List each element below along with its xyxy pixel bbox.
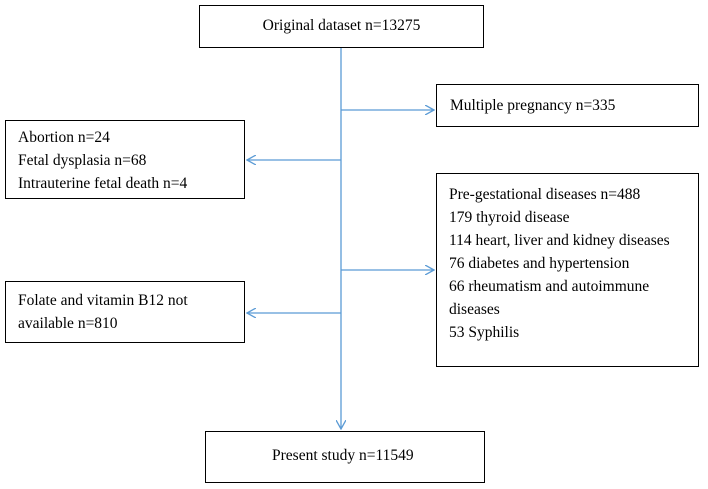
present-study-box: Present study n=11549 xyxy=(205,431,485,483)
heart-liver-kidney-label: 114 heart, liver and kidney diseases xyxy=(449,232,670,249)
folate-b12-label: Folate and vitamin B12 not xyxy=(18,292,188,309)
folate-b12-box: Folate and vitamin B12 not available n=8… xyxy=(5,281,245,343)
pregnancy-outcomes-box: Abortion n=24 Fetal dysplasia n=68 Intra… xyxy=(5,120,245,199)
pre-gestational-total-label: Pre-gestational diseases n=488 xyxy=(449,186,641,203)
present-study-label: Present study n=11549 xyxy=(272,447,414,464)
fetal-dysplasia-label: Fetal dysplasia n=68 xyxy=(18,152,147,169)
intrauterine-fetal-death-label: Intrauterine fetal death n=4 xyxy=(18,175,188,192)
syphilis-label: 53 Syphilis xyxy=(449,324,520,341)
abortion-label: Abortion n=24 xyxy=(18,129,110,146)
diabetes-hypertension-label: 76 diabetes and hypertension xyxy=(449,255,630,272)
original-dataset-label: Original dataset n=13275 xyxy=(262,17,421,34)
multiple-pregnancy-label: Multiple pregnancy n=335 xyxy=(450,97,616,114)
folate-b12-label-cont: available n=810 xyxy=(18,315,118,332)
rheumatism-autoimmune-label: 66 rheumatism and autoimmune xyxy=(449,278,650,295)
pre-gestational-box: Pre-gestational diseases n=488 179 thyro… xyxy=(436,173,699,367)
thyroid-disease-label: 179 thyroid disease xyxy=(449,209,570,226)
multiple-pregnancy-box: Multiple pregnancy n=335 xyxy=(436,84,699,127)
original-dataset-box: Original dataset n=13275 xyxy=(199,5,484,48)
rheumatism-autoimmune-label-cont: diseases xyxy=(449,301,500,318)
